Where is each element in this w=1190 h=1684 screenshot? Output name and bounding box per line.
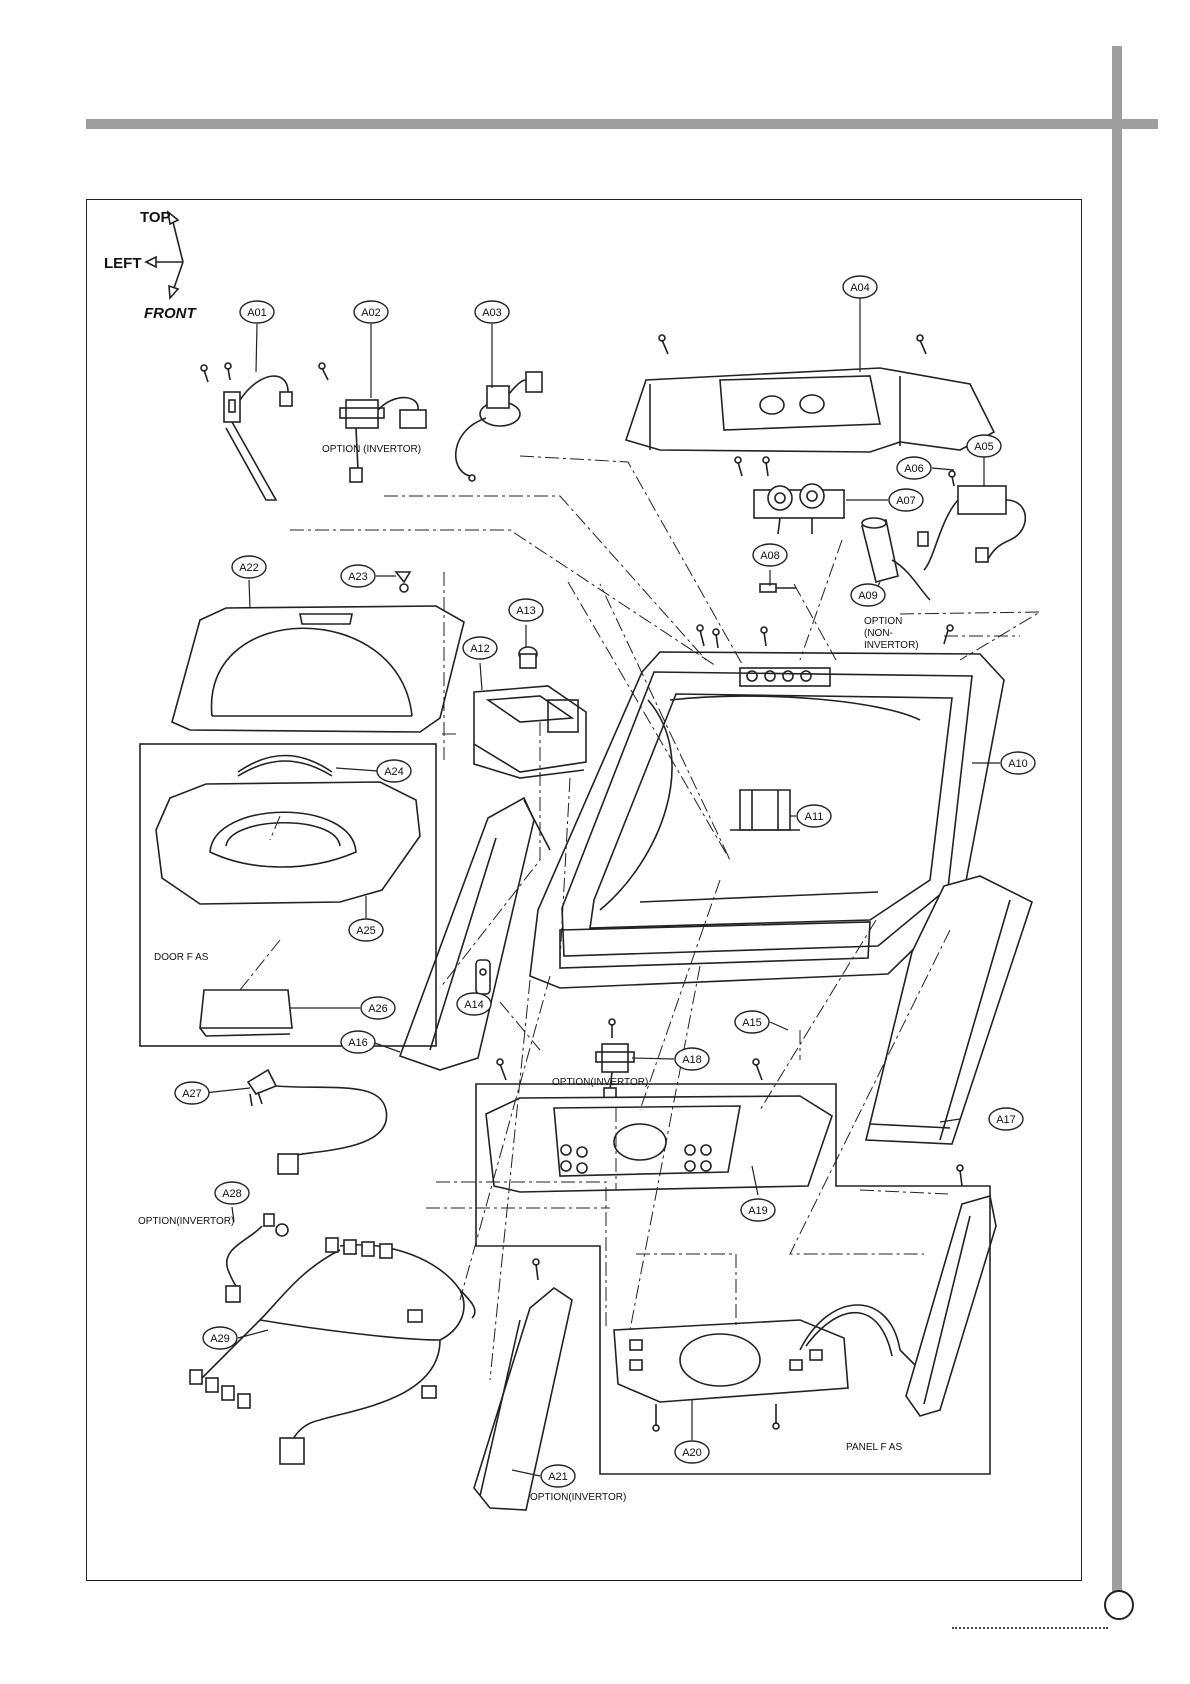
sensor-harness-part [226, 1214, 288, 1302]
small-hose-part [760, 584, 796, 592]
water-valve-part [735, 457, 844, 534]
left-side-cover-part [400, 798, 550, 1070]
callout-a18: A18 [675, 1048, 709, 1070]
callout-label: A24 [384, 766, 404, 778]
callout-label: A13 [516, 605, 536, 617]
a18-option-note: OPTION(INVERTOR) [552, 1077, 648, 1088]
door-switch-part [201, 363, 292, 500]
callout-a07: A07 [889, 489, 923, 511]
callout-label: A10 [1008, 758, 1028, 770]
door-handle-part [200, 990, 292, 1036]
callout-a16: A16 [341, 1031, 375, 1053]
callout-a01: A01 [240, 301, 274, 323]
callout-a02: A02 [354, 301, 388, 323]
panel-assembly-note: PANEL F AS [846, 1442, 902, 1453]
callout-a20: A20 [675, 1441, 709, 1463]
callout-a24: A24 [377, 760, 411, 782]
callout-label: A11 [805, 811, 824, 823]
door-seal-part [238, 756, 332, 777]
orientation-front-label: FRONT [144, 305, 197, 322]
callout-label: A28 [222, 1188, 242, 1200]
callout-a29: A29 [203, 1327, 237, 1349]
callout-a21: A21 [541, 1465, 575, 1487]
callout-a26: A26 [361, 997, 395, 1019]
top-cover-part [172, 606, 464, 732]
rear-panel-part [626, 335, 994, 452]
pressure-switch-part [456, 372, 542, 481]
callout-label: A08 [760, 550, 780, 562]
a21-option-note: OPTION(INVERTOR) [530, 1492, 626, 1503]
callout-a10: A10 [1001, 752, 1035, 774]
orientation-top-label: TOP [140, 209, 171, 226]
callout-label: A16 [348, 1037, 368, 1049]
small-clip-part [396, 572, 410, 592]
a09-option-note-2: (NON- [864, 628, 893, 639]
callout-a28: A28 [215, 1182, 249, 1204]
a28-option-note: OPTION(INVERTOR) [138, 1216, 234, 1227]
callout-label: A23 [348, 571, 368, 583]
cap-part [519, 647, 537, 668]
door-assembly-note: DOOR F AS [154, 952, 209, 963]
callout-label: A01 [247, 307, 267, 319]
callout-a11: A11 [797, 805, 831, 827]
callout-label: A26 [368, 1003, 388, 1015]
callout-a25: A25 [349, 919, 383, 941]
callout-label: A19 [748, 1205, 768, 1217]
callout-a09: A09 [851, 584, 885, 606]
bracket-part [730, 790, 800, 830]
hinge-part [476, 960, 490, 994]
callout-label: A17 [996, 1114, 1016, 1126]
panel-frame-part [906, 1165, 996, 1416]
callout-a15: A15 [735, 1011, 769, 1033]
callout-a12: A12 [463, 637, 497, 659]
callout-a19: A19 [741, 1199, 775, 1221]
callout-a17: A17 [989, 1108, 1023, 1130]
callout-label: A03 [482, 307, 502, 319]
callout-label: A02 [361, 307, 381, 319]
callout-label: A29 [210, 1333, 230, 1345]
callout-a23: A23 [341, 565, 375, 587]
pcb-assembly-part [614, 1305, 920, 1431]
orientation-left-label: LEFT [104, 255, 142, 272]
callout-a13: A13 [509, 599, 543, 621]
callout-a14: A14 [457, 993, 491, 1015]
transformer-part [319, 363, 426, 482]
a09-option-note-3: INVERTOR) [864, 640, 919, 651]
callout-label: A21 [548, 1471, 568, 1483]
callout-label: A05 [974, 441, 994, 453]
callout-label: A20 [682, 1447, 702, 1459]
callout-label: A07 [896, 495, 916, 507]
callout-label: A15 [742, 1017, 762, 1029]
main-harness-part [190, 1238, 475, 1464]
callout-a05: A05 [967, 435, 1001, 457]
control-panel-part [486, 1059, 832, 1192]
callout-label: A06 [904, 463, 924, 475]
callout-a04: A04 [843, 276, 877, 298]
door-part [156, 782, 420, 904]
callout-label: A25 [356, 925, 376, 937]
callout-a06: A06 [897, 457, 931, 479]
callout-label: A27 [182, 1088, 202, 1100]
callout-a08: A08 [753, 544, 787, 566]
noise-filter-part [918, 471, 1025, 570]
callout-label: A22 [239, 562, 259, 574]
callout-label: A18 [682, 1054, 702, 1066]
a02-option-note: OPTION (INVERTOR) [322, 444, 421, 455]
callout-a22: A22 [232, 556, 266, 578]
callout-a03: A03 [475, 301, 509, 323]
callout-a27: A27 [175, 1082, 209, 1104]
callout-label: A14 [464, 999, 484, 1011]
a09-option-note-1: OPTION [864, 616, 902, 627]
callout-label: A12 [470, 643, 490, 655]
callout-label: A09 [858, 590, 878, 602]
detergent-box-part [474, 686, 586, 778]
power-cord-part [248, 1070, 387, 1174]
callout-label: A04 [850, 282, 870, 294]
